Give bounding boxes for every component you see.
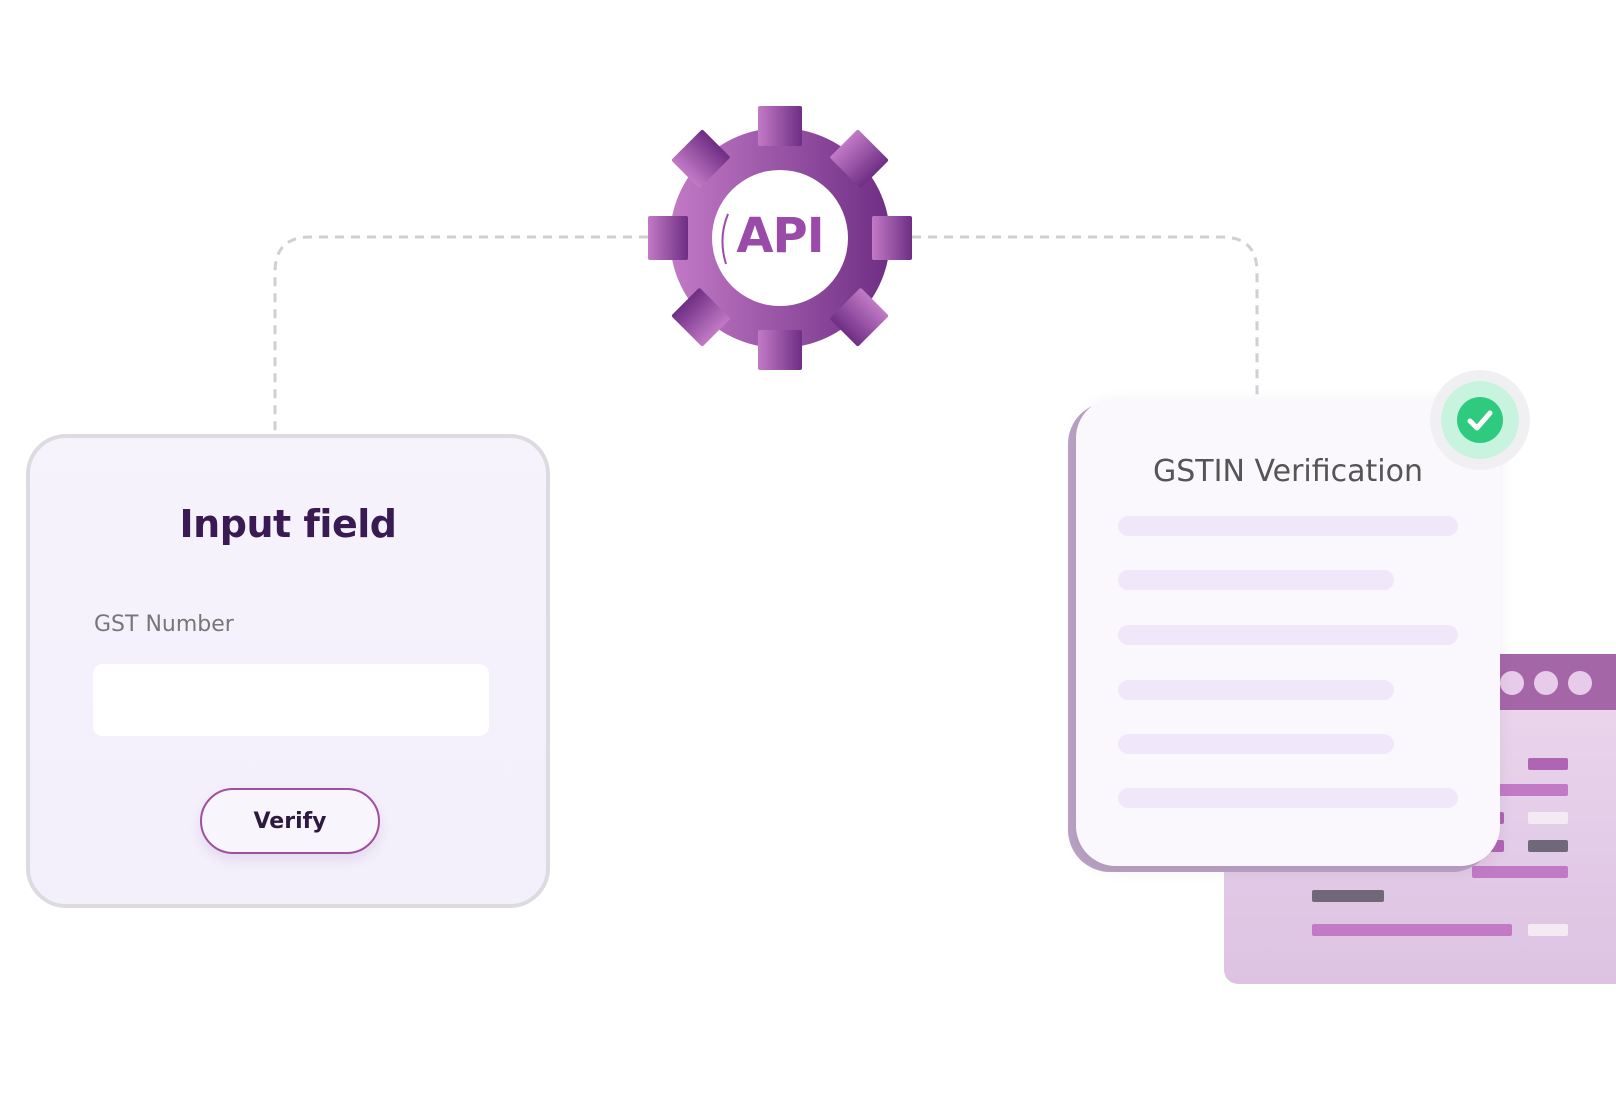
right-connector-line xyxy=(912,235,1259,398)
check-circle-icon xyxy=(1457,397,1503,443)
gstin-verification-card: GSTIN Verification xyxy=(1076,398,1500,866)
api-label: API xyxy=(736,208,824,264)
browser-dot-icon xyxy=(1500,671,1524,695)
check-icon xyxy=(1467,410,1493,431)
browser-content-line xyxy=(1484,784,1568,796)
browser-content-line xyxy=(1528,924,1568,936)
verify-button[interactable]: Verify xyxy=(200,788,380,854)
browser-content-line xyxy=(1312,924,1512,936)
placeholder-line xyxy=(1118,516,1458,536)
browser-content-line xyxy=(1312,890,1384,902)
placeholder-line xyxy=(1118,570,1394,590)
left-connector-line xyxy=(273,235,648,434)
browser-dot-icon xyxy=(1534,671,1558,695)
browser-content-line xyxy=(1528,812,1568,824)
input-card-title: Input field xyxy=(179,502,397,546)
browser-content-line xyxy=(1528,758,1568,770)
browser-dot-icon xyxy=(1568,671,1592,695)
gst-number-label: GST Number xyxy=(94,612,234,637)
browser-content-line xyxy=(1472,866,1568,878)
placeholder-line xyxy=(1118,734,1394,754)
verified-badge xyxy=(1430,370,1530,470)
input-field-card: Input field GST Number Verify xyxy=(26,434,550,908)
browser-content-line xyxy=(1528,840,1568,852)
placeholder-line xyxy=(1118,625,1458,645)
gst-number-input[interactable] xyxy=(93,664,489,736)
placeholder-line xyxy=(1118,680,1394,700)
placeholder-line xyxy=(1118,788,1458,808)
gear-icon xyxy=(648,106,912,370)
verification-card-title: GSTIN Verification xyxy=(1153,454,1423,489)
api-gear: API xyxy=(648,106,912,370)
